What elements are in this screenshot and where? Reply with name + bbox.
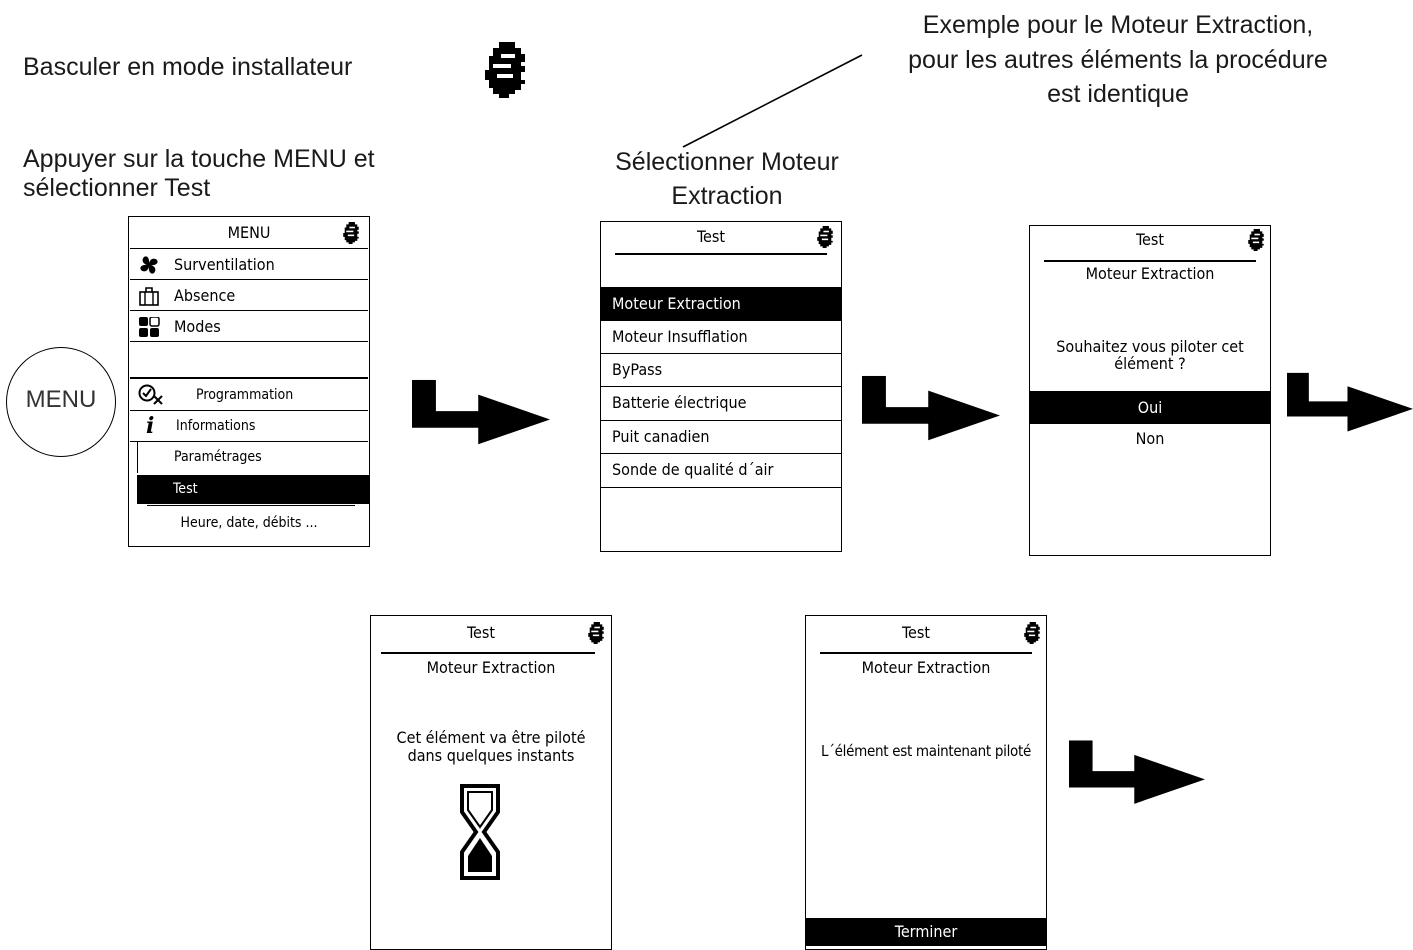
hourglass-icon	[460, 784, 500, 880]
info-icon: i	[146, 413, 155, 439]
wait-message-line2: dans quelques instants	[407, 746, 575, 765]
flow-arrow-icon	[862, 374, 1000, 444]
confirm-screen: Test Moteur Extraction Souhaitez vous pi…	[1029, 225, 1271, 556]
menu-item-absence[interactable]: Absence	[130, 280, 368, 311]
installer-head-icon	[817, 226, 833, 248]
test-item-batterie-electrique[interactable]: Batterie électrique	[601, 387, 841, 421]
flow-arrow-icon	[1287, 370, 1413, 436]
menu-item-modes[interactable]: Modes	[130, 311, 368, 342]
installer-head-icon	[588, 622, 604, 644]
clock-x-icon	[138, 384, 163, 405]
test-item-puit-canadien[interactable]: Puit canadien	[601, 421, 841, 454]
suitcase-icon	[139, 287, 159, 306]
menu-item-blank	[130, 342, 368, 378]
flow-arrow-icon	[412, 378, 550, 448]
menu-item-test[interactable]: Test	[137, 475, 369, 504]
select-caption-line2: Extraction	[671, 182, 783, 210]
menu-screen: MENU Surventilation Absence Modes	[128, 216, 370, 547]
menu-item-heure-date-debits[interactable]: Heure, date, débits ...	[180, 515, 318, 531]
test-item-bypass[interactable]: ByPass	[601, 354, 841, 387]
done-message: L´élément est maintenant piloté	[821, 742, 1031, 760]
menu-button-label: MENU	[25, 386, 97, 413]
menu-item-surventilation[interactable]: Surventilation	[130, 249, 368, 280]
confirm-title: Test	[1135, 230, 1165, 249]
modes-grid-icon	[139, 317, 160, 337]
select-caption-line1: Sélectionner Moteur	[615, 148, 839, 176]
wait-screen: Test Moteur Extraction Cet élément va êt…	[370, 615, 612, 950]
menu-instruction-line1: Appuyer sur la touche MENU et	[23, 145, 375, 173]
test-item-moteur-insufflation[interactable]: Moteur Insufflation	[601, 321, 841, 354]
done-subtitle: Moteur Extraction	[861, 658, 991, 677]
confirm-option-non[interactable]: Non	[1135, 429, 1165, 448]
menu-item-programmation[interactable]: Programmation	[130, 380, 368, 411]
confirm-question-line1: Souhaitez vous piloter cet	[1056, 337, 1244, 356]
example-caption-line2: pour les autres éléments la procédure	[908, 46, 1328, 74]
flow-arrow-icon	[1069, 738, 1205, 808]
terminer-button[interactable]: Terminer	[806, 918, 1046, 946]
installer-head-icon	[1024, 622, 1040, 644]
menu-button[interactable]: MENU	[6, 347, 116, 457]
wait-message-line1: Cet élément va être piloté	[396, 728, 586, 747]
example-caption-line3: est identique	[1047, 80, 1189, 108]
menu-screen-title: MENU	[227, 223, 271, 242]
menu-item-parametrages[interactable]: Paramétrages	[137, 442, 369, 473]
example-caption-line1: Exemple pour le Moteur Extraction,	[922, 11, 1314, 39]
menu-item-informations[interactable]: i Informations	[130, 411, 368, 442]
test-list-title: Test	[696, 227, 726, 246]
confirm-subtitle: Moteur Extraction	[1085, 264, 1215, 283]
confirm-option-oui[interactable]: Oui	[1030, 391, 1270, 424]
wait-subtitle: Moteur Extraction	[426, 658, 556, 677]
menu-instruction-line2: sélectionner Test	[23, 174, 211, 202]
installer-mode-caption: Basculer en mode installateur	[23, 53, 353, 81]
fan-icon	[140, 256, 158, 274]
test-item-moteur-extraction[interactable]: Moteur Extraction	[601, 287, 841, 321]
test-item-sonde-qualite-air[interactable]: Sonde de qualité d´air	[601, 454, 841, 488]
installer-head-icon	[343, 222, 359, 244]
wait-title: Test	[466, 623, 496, 642]
test-list-screen: Test Moteur Extraction Moteur Insufflati…	[600, 221, 842, 552]
done-screen: Test Moteur Extraction L´élément est mai…	[805, 615, 1047, 950]
confirm-question-line2: élément ?	[1114, 354, 1186, 373]
installer-head-icon	[1248, 229, 1264, 251]
done-title: Test	[901, 623, 931, 642]
